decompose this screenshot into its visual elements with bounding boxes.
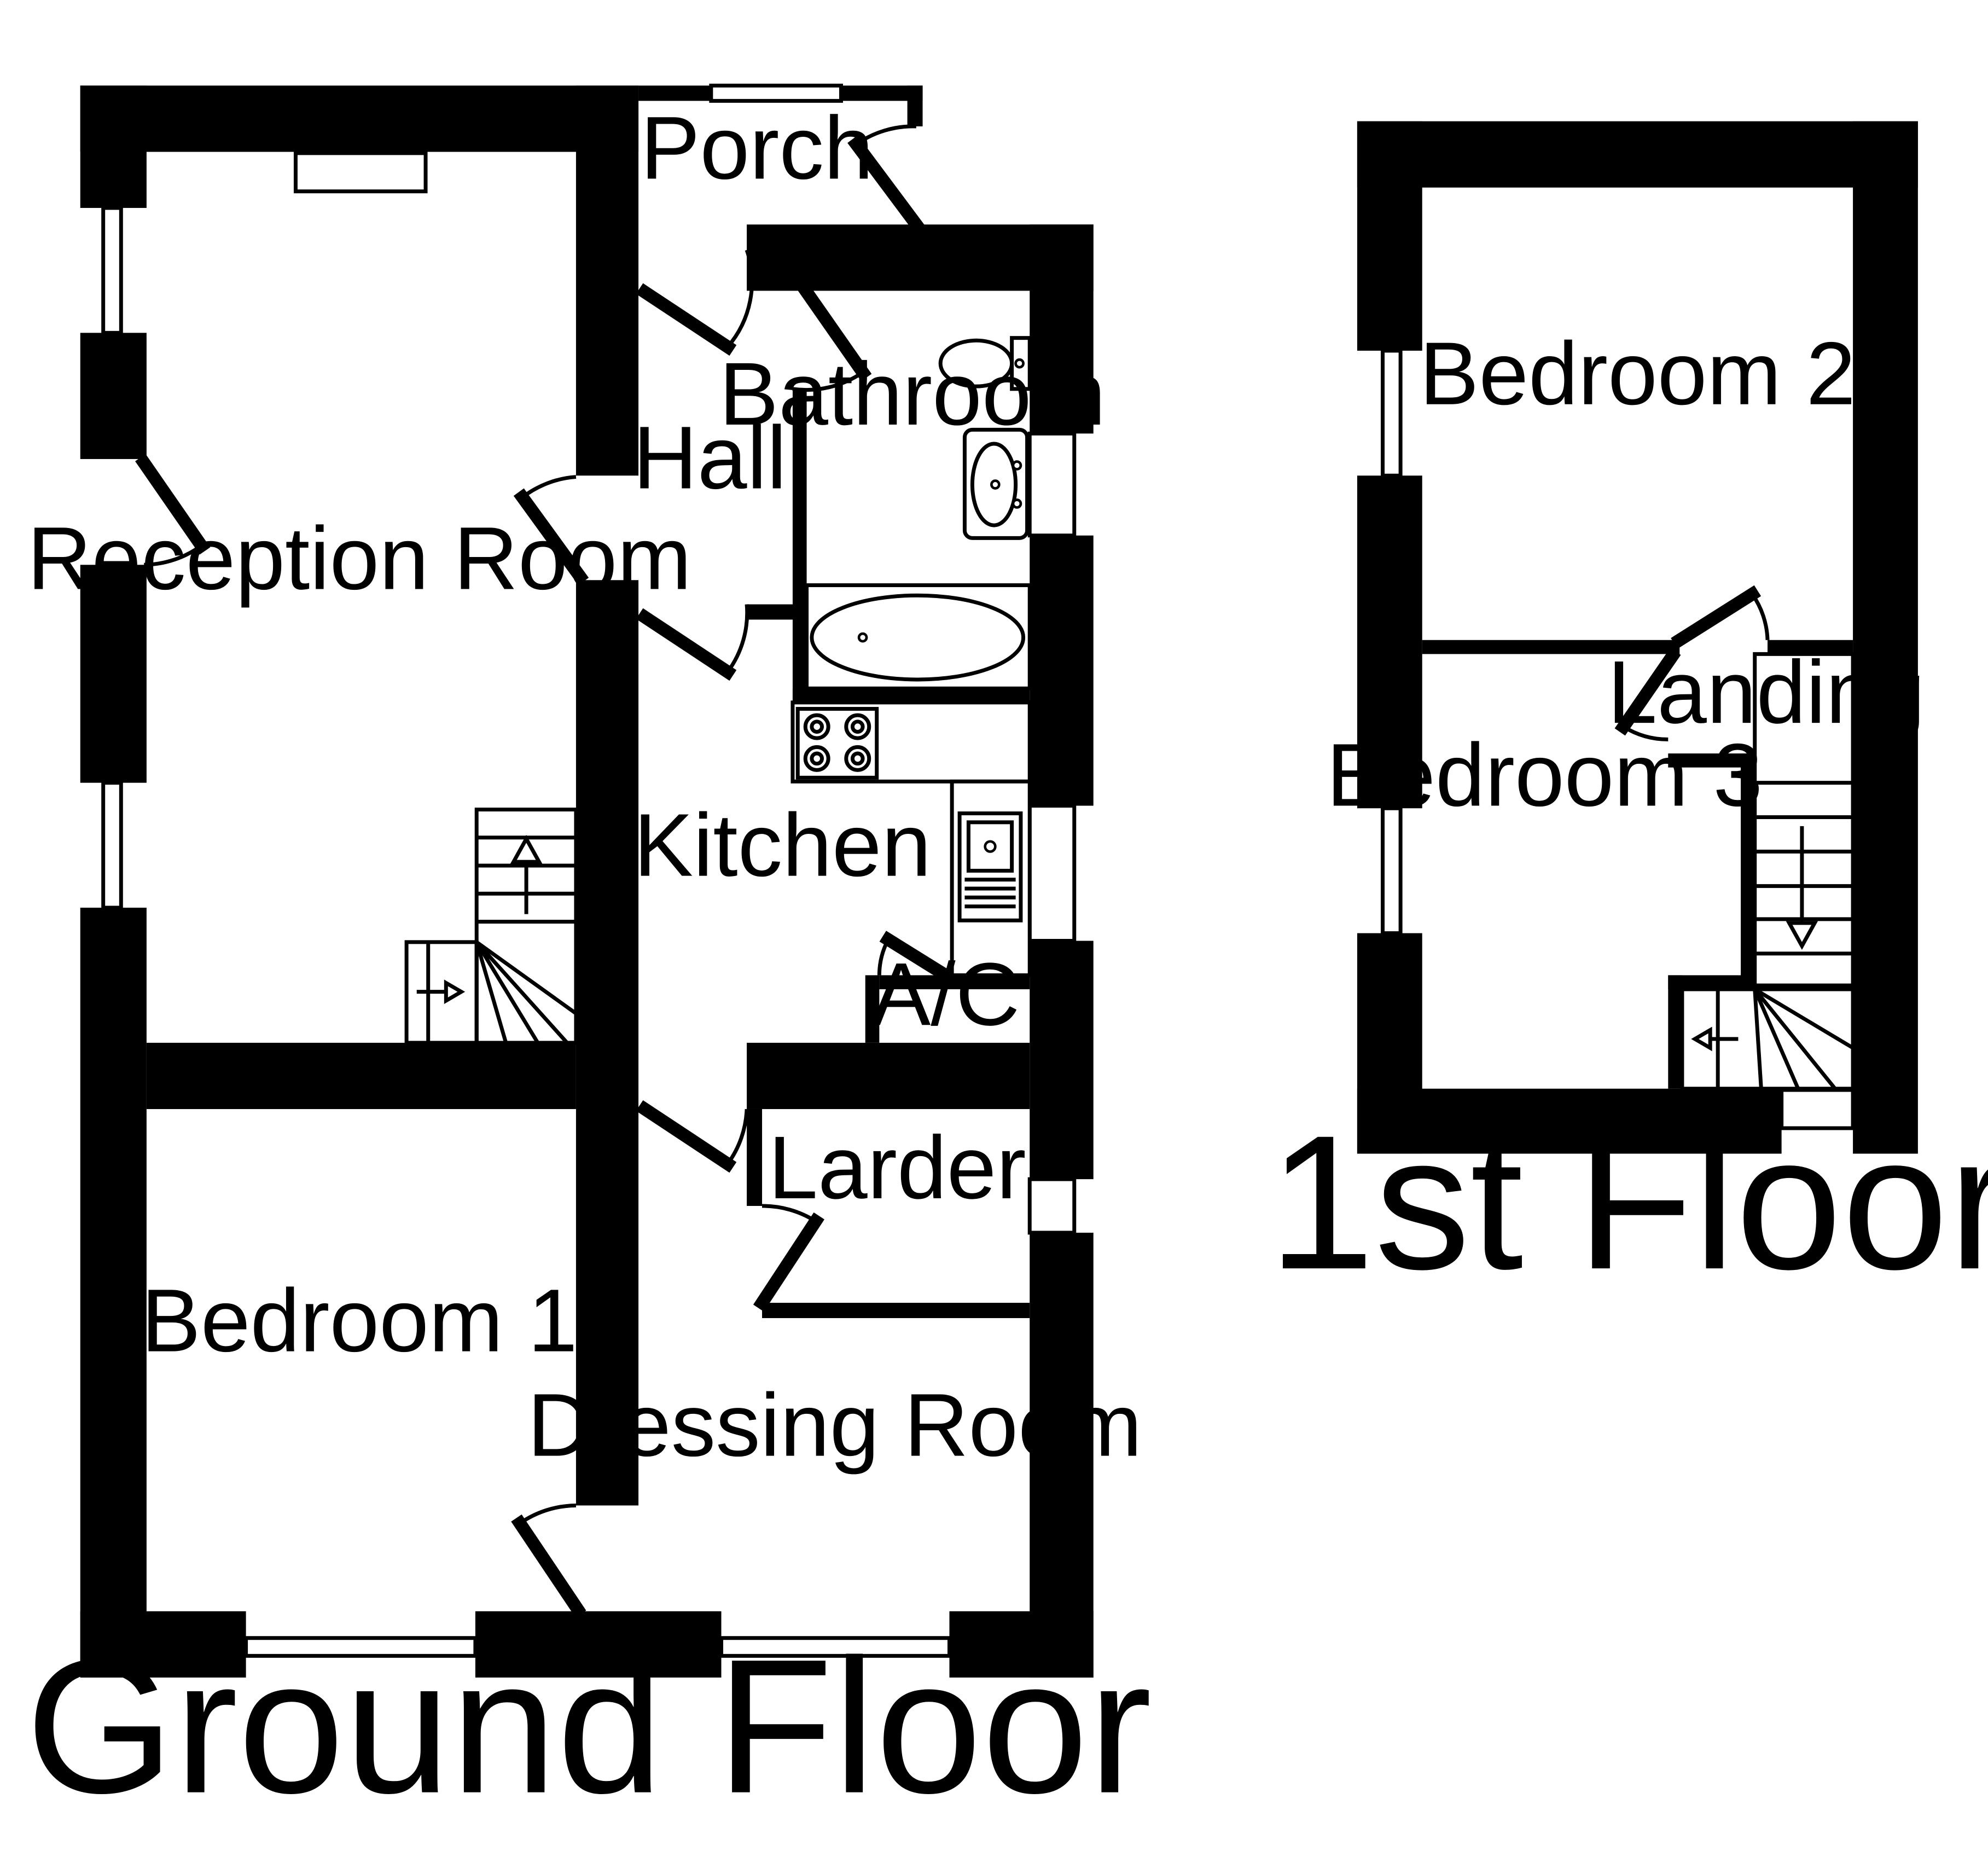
first-floor-walls — [1357, 121, 1918, 1154]
room-label-ac: A/C — [871, 944, 1020, 1044]
room-label-bedroom-3: Bedroom 3 — [1327, 725, 1763, 825]
first-floor-title: 1st Floor — [1268, 1096, 1988, 1309]
room-label-kitchen: Kitchen — [633, 795, 931, 895]
ground-floor-doors — [135, 124, 955, 1618]
room-label-bathroom: Bathroom — [719, 344, 1106, 444]
first-floor-plan: Bedroom 2 Landing Bedroom 3 1st Floor — [1268, 121, 1988, 1309]
bathroom-fixtures — [805, 336, 1032, 691]
stair-up-arrow-icon — [510, 834, 543, 864]
first-floor-stairs — [1680, 652, 1855, 1091]
room-label-reception-room: Reception Room — [27, 508, 691, 608]
first-floor-labels: Bedroom 2 Landing Bedroom 3 — [1327, 323, 1925, 825]
room-label-dressing-room: Dressing Room — [527, 1375, 1142, 1475]
room-label-hall: Hall — [633, 408, 787, 508]
ground-floor-title: Ground Floor — [26, 1620, 1152, 1834]
ground-floor-plan: Porch Hall Bathroom Reception Room Kitch… — [26, 83, 1152, 1834]
room-label-landing: Landing — [1608, 642, 1925, 742]
room-label-larder: Larder — [768, 1117, 1026, 1217]
ground-floor-walls — [80, 85, 1094, 1678]
stair-down-arrow-icon — [1786, 921, 1818, 950]
kitchen-fixtures — [790, 700, 1032, 977]
ground-floor-labels: Porch Hall Bathroom Reception Room Kitch… — [27, 97, 1142, 1475]
room-label-bedroom-1: Bedroom 1 — [141, 1270, 578, 1371]
first-floor-doors — [1614, 585, 1770, 741]
room-label-bedroom-2: Bedroom 2 — [1420, 323, 1856, 423]
room-label-porch: Porch — [641, 97, 874, 198]
ground-floor-stairs — [404, 808, 578, 1045]
